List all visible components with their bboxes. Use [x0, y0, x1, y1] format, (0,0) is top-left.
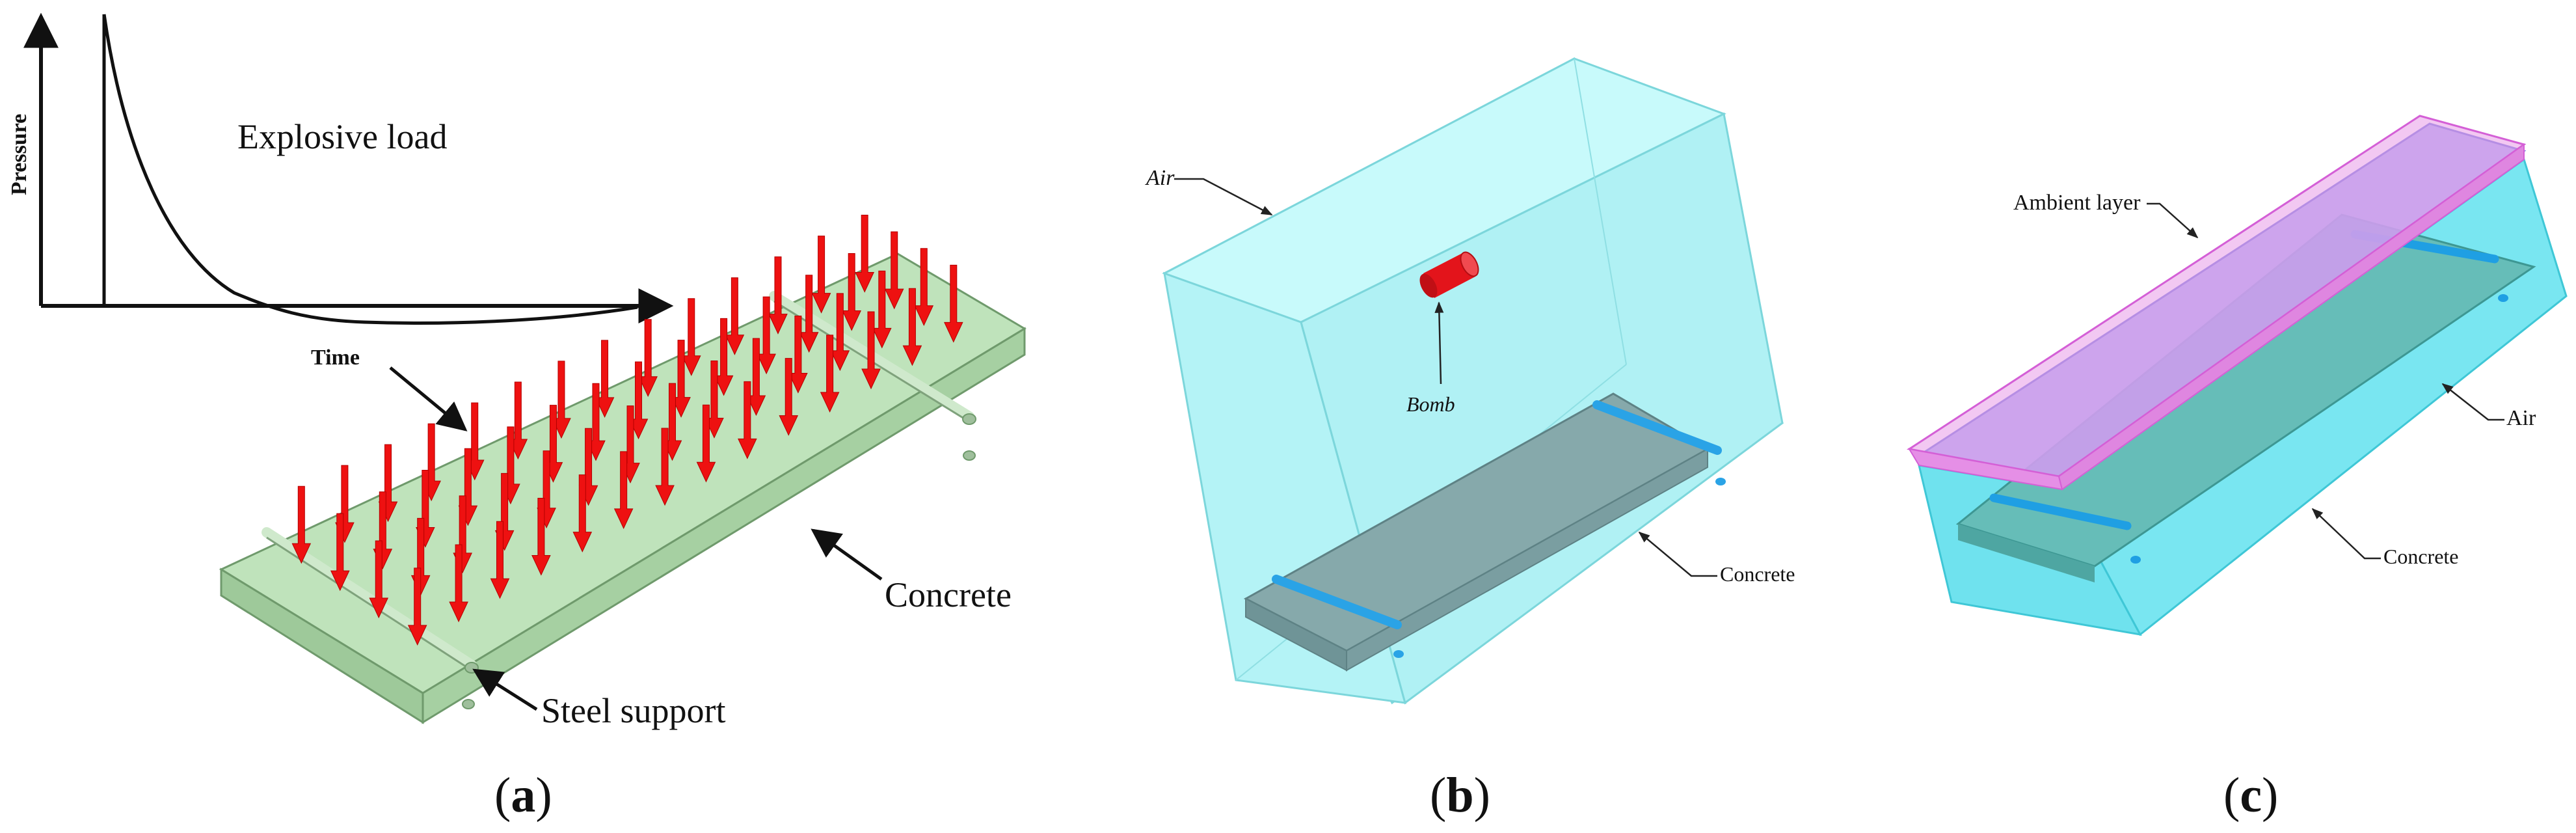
steel-support-pointer-arrow — [472, 668, 538, 711]
concrete-slab-b-side — [1346, 448, 1708, 672]
bomb-back-cap — [1419, 273, 1438, 298]
load-arrow — [768, 256, 788, 335]
slab-side-face — [422, 327, 1026, 724]
support-c-leg-2 — [2498, 294, 2508, 302]
support-b-leg-2 — [1715, 478, 1726, 485]
load-arrow — [407, 567, 427, 646]
load-arrow — [490, 521, 510, 599]
load-arrow — [872, 270, 892, 349]
concrete-label-b: Concrete — [1720, 562, 1795, 586]
load-arrow — [638, 319, 658, 397]
load-arrow — [799, 275, 819, 353]
ambient-layer-side-edge — [2058, 143, 2525, 491]
air-box-inner-edge — [1574, 58, 1627, 365]
load-arrow — [779, 358, 799, 436]
concrete-leader-c — [2311, 508, 2381, 560]
air-label-b: Air — [1145, 166, 1175, 190]
load-arrow — [811, 236, 831, 314]
x-axis-label: Time — [311, 346, 360, 370]
bomb-end-cap — [1460, 251, 1479, 277]
support-leg-2 — [963, 450, 976, 461]
air-leader-c — [2441, 383, 2504, 421]
load-arrow — [714, 318, 734, 396]
load-arrow — [902, 288, 922, 366]
load-arrow — [861, 311, 881, 390]
panel-c: Ambient layer Air Concrete (c) — [1907, 115, 2568, 823]
support-b-leg-1 — [1393, 650, 1404, 658]
support-end-2 — [962, 413, 976, 425]
ambient-layer-label: Ambient layer — [2013, 191, 2141, 215]
air-label-c: Air — [2506, 406, 2536, 430]
load-arrow — [738, 381, 757, 459]
panel-a: Pressure Time Explosive load Concrete St… — [7, 12, 1026, 823]
pressure-time-graph: Pressure Time Explosive load — [7, 12, 674, 431]
load-arrow — [757, 296, 776, 375]
load-arrow — [531, 497, 551, 576]
load-arrow — [725, 277, 745, 355]
load-arrow — [944, 264, 963, 343]
load-arrow — [628, 361, 649, 440]
load-arrow — [788, 315, 808, 394]
load-arrow — [671, 340, 691, 418]
support-c-front — [1989, 493, 2132, 530]
concrete-leader-b — [1638, 531, 1717, 577]
steel-support-label: Steel support — [541, 691, 725, 730]
caption-b: (b) — [1430, 768, 1490, 823]
concrete-label-c: Concrete — [2383, 545, 2459, 568]
bomb-label: Bomb — [1406, 392, 1455, 416]
panel-b: Air Bomb Concrete (b) — [1145, 57, 1795, 823]
pressure-curve — [102, 14, 638, 325]
load-arrow — [704, 361, 724, 439]
load-arrow — [696, 404, 716, 483]
load-arrow — [613, 451, 634, 530]
load-arrow — [855, 215, 874, 293]
ambient-leader — [2147, 202, 2199, 239]
y-axis-label: Pressure — [7, 114, 31, 195]
load-arrow — [330, 513, 350, 592]
explosive-load-arrows — [291, 215, 963, 646]
load-arrow — [291, 485, 312, 564]
air-leader-b — [1174, 178, 1273, 216]
support-b-front — [1272, 575, 1402, 629]
load-arrow — [746, 338, 766, 416]
load-arrow — [830, 293, 850, 372]
support-c-leg-1 — [2130, 556, 2141, 564]
caption-c: (c) — [2223, 768, 2278, 823]
load-arrow — [914, 248, 934, 326]
concrete-slab-c-front — [1958, 524, 2095, 582]
load-arrow — [884, 231, 904, 310]
load-arrow — [369, 540, 389, 619]
load-arrow — [595, 340, 615, 418]
load-arrow — [449, 544, 468, 623]
bomb-leader — [1434, 301, 1444, 385]
load-arrow — [572, 474, 593, 553]
load-arrow — [655, 428, 675, 506]
load-pointer-arrow — [389, 366, 468, 431]
bomb — [1419, 251, 1479, 298]
support-b-back — [1592, 400, 1722, 455]
concrete-label-a: Concrete — [885, 575, 1012, 614]
caption-a: (a) — [494, 768, 552, 823]
support-leg-1 — [462, 699, 475, 709]
graph-title: Explosive load — [237, 117, 447, 156]
load-arrow — [681, 298, 701, 376]
load-arrow — [820, 335, 840, 413]
load-arrow — [842, 253, 861, 331]
concrete-pointer-arrow — [811, 528, 883, 581]
